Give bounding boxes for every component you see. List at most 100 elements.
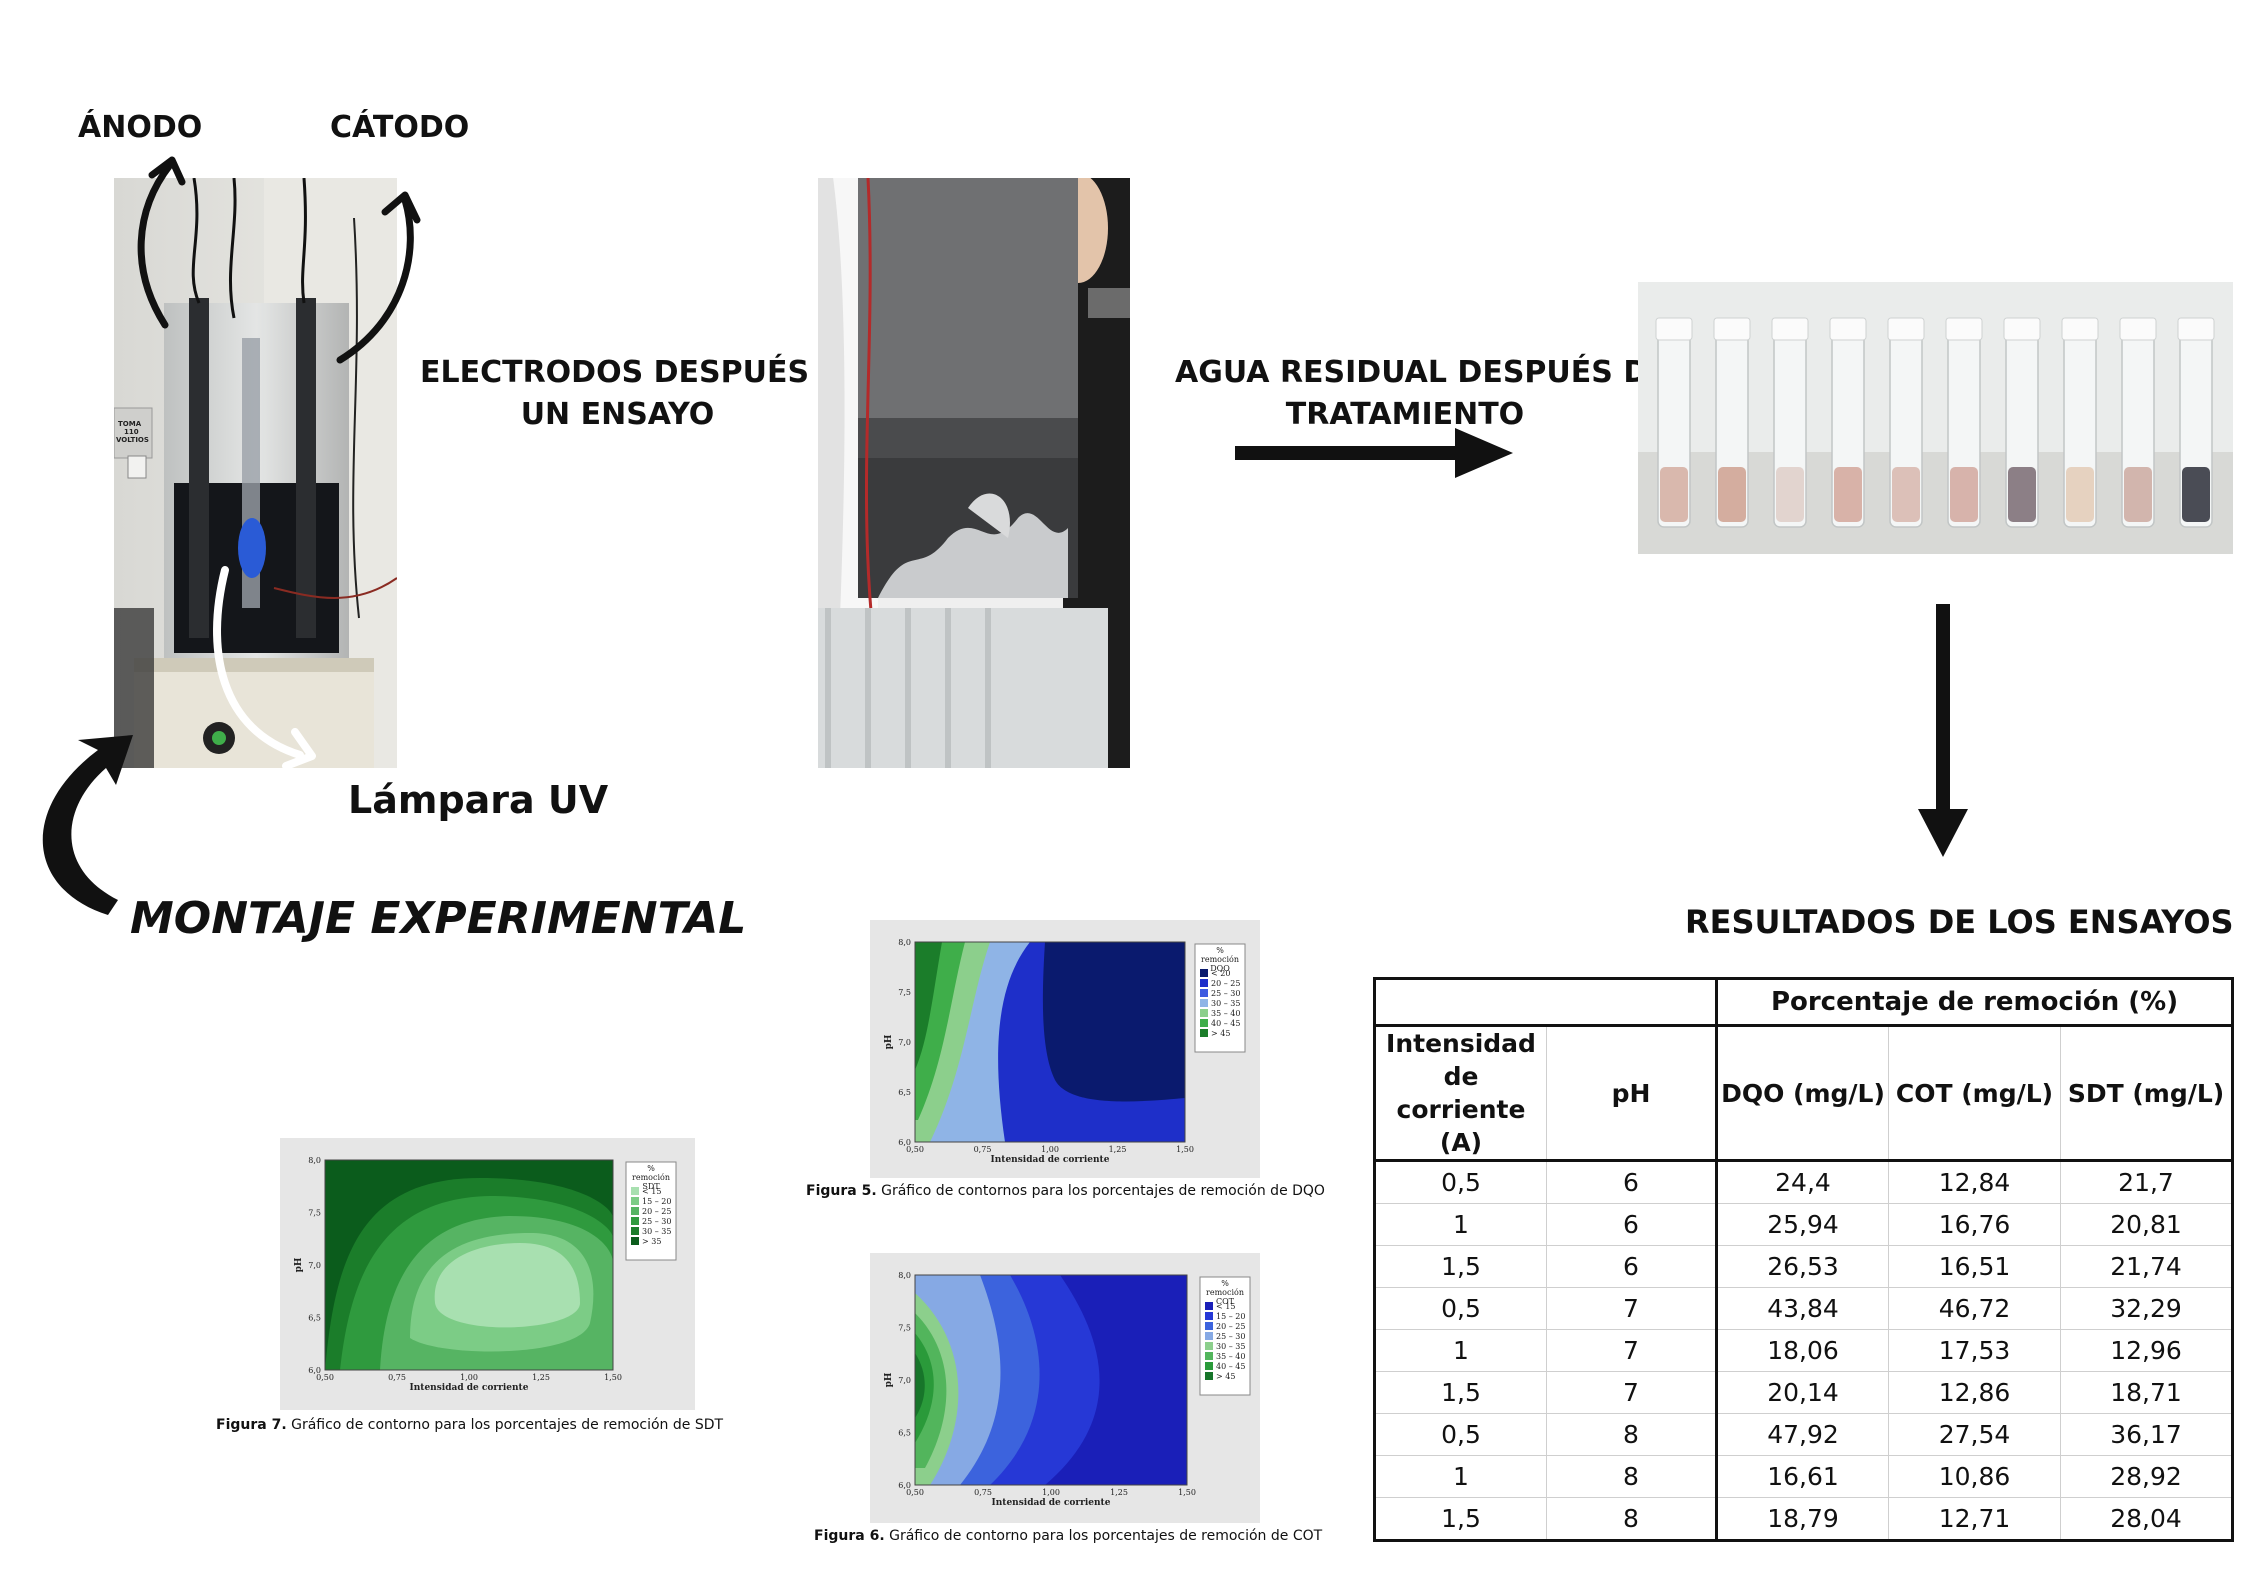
table-cell: 43,84 — [1716, 1287, 1889, 1330]
legend-title: remoción — [1206, 1288, 1244, 1297]
col-header-intensidad: Intensidad de corriente (A) — [1374, 1025, 1547, 1162]
table-cell: 28,92 — [2059, 1455, 2234, 1498]
setup-photo: TOMA 110 VOLTIOS — [114, 178, 397, 768]
legend-swatch — [631, 1187, 639, 1195]
table-cell: 25,94 — [1716, 1203, 1889, 1246]
table-cell: 12,86 — [1888, 1371, 2061, 1414]
legend-item: < 15 — [642, 1187, 661, 1196]
table-cell: 0,5 — [1374, 1287, 1547, 1330]
electrodos-label-line: ELECTRODOS DESPUÉS DE — [420, 355, 865, 390]
table-cell: 0,5 — [1374, 1160, 1547, 1204]
table-cell: 12,84 — [1888, 1160, 2061, 1204]
y-tick-label: 7,5 — [308, 1209, 321, 1218]
x-tick-label: 0,50 — [906, 1145, 924, 1154]
table-cell: 18,06 — [1716, 1329, 1889, 1372]
x-tick-label: 1,50 — [1176, 1145, 1194, 1154]
vial — [1887, 317, 1925, 528]
fig7-caption-text: Gráfico de contorno para los porcentajes… — [286, 1417, 724, 1433]
legend-swatch — [1200, 1009, 1208, 1017]
table-cell: 7 — [1546, 1287, 1718, 1330]
montaje-label: MONTAJE EXPERIMENTAL — [130, 893, 747, 944]
table-cell: 28,04 — [2059, 1497, 2234, 1541]
vial — [2119, 317, 2157, 528]
table-cell: 7 — [1546, 1329, 1718, 1372]
table-cell: 46,72 — [1888, 1287, 2061, 1330]
legend-item: 15 – 20 — [642, 1197, 671, 1206]
legend-item: < 20 — [1211, 969, 1230, 978]
agua-label-line: AGUA RESIDUAL DESPUÉS DEL — [1175, 355, 1688, 390]
legend-item: 40 – 45 — [1216, 1362, 1245, 1371]
y-axis-label: pH — [294, 1257, 304, 1272]
col-header-ph: pH — [1546, 1025, 1718, 1162]
legend-swatch — [1205, 1362, 1213, 1370]
y-axis-label: pH — [884, 1372, 894, 1387]
right-arrow-icon — [1235, 428, 1513, 478]
col-header-cot: COT (mg/L) — [1888, 1025, 2061, 1162]
vial — [1945, 317, 1983, 528]
legend-item: > 35 — [642, 1237, 661, 1246]
y-tick-label: 6,0 — [308, 1366, 321, 1375]
vial — [2177, 317, 2215, 528]
legend-item: 25 – 30 — [642, 1217, 671, 1226]
table-cell: 1 — [1374, 1329, 1547, 1372]
legend-item: 35 – 40 — [1211, 1009, 1240, 1018]
x-tick-label: 0,75 — [974, 1145, 992, 1154]
legend-title: % — [1216, 946, 1224, 955]
legend-title: remoción — [632, 1173, 670, 1182]
y-tick-label: 6,0 — [898, 1481, 911, 1490]
table-cell: 16,51 — [1888, 1245, 2061, 1288]
legend-title: DQO — [1210, 964, 1230, 973]
x-tick-label: 0,50 — [316, 1373, 334, 1382]
table-cell: 1 — [1374, 1455, 1547, 1498]
table-cell: 20,81 — [2059, 1203, 2234, 1246]
col-header-sdt: SDT (mg/L) — [2059, 1025, 2234, 1162]
fig5-caption-text: Gráfico de contornos para los porcentaje… — [876, 1183, 1325, 1199]
table-cell: 12,96 — [2059, 1329, 2234, 1372]
catodo-arrow-icon — [336, 191, 421, 364]
y-tick-label: 8,0 — [898, 938, 911, 947]
legend-swatch — [1205, 1352, 1213, 1360]
table-cell: 21,74 — [2059, 1245, 2234, 1288]
table-cell: 32,29 — [2059, 1287, 2234, 1330]
results-table: Porcentaje de remoción (%) Intensidad de… — [1373, 977, 2235, 1542]
electrode-photo — [818, 178, 1130, 768]
table-cell: 24,4 — [1716, 1160, 1889, 1204]
table-cell: 6 — [1546, 1245, 1718, 1288]
table-cell: 12,71 — [1888, 1497, 2061, 1541]
legend-swatch — [631, 1217, 639, 1225]
legend-swatch — [1200, 1029, 1208, 1037]
table-cell: 8 — [1546, 1497, 1718, 1541]
legend-item: < 15 — [1216, 1302, 1235, 1311]
y-tick-label: 6,0 — [898, 1138, 911, 1147]
x-tick-label: 0,75 — [974, 1488, 992, 1497]
table-cell: 0,5 — [1374, 1413, 1547, 1456]
legend-item: > 45 — [1216, 1372, 1235, 1381]
fig6-caption-bold: Figura 6. — [814, 1528, 885, 1544]
legend-title: % — [1221, 1279, 1229, 1288]
legend-swatch — [1200, 999, 1208, 1007]
down-arrow-icon — [1918, 604, 1968, 857]
y-axis-label: pH — [884, 1034, 894, 1049]
legend-swatch — [631, 1207, 639, 1215]
table-cell: 27,54 — [1888, 1413, 2061, 1456]
table-corner — [1374, 978, 1718, 1027]
fig6-caption-text: Gráfico de contorno para los porcentajes… — [884, 1528, 1323, 1544]
legend-item: 30 – 35 — [642, 1227, 671, 1236]
legend-swatch — [1200, 969, 1208, 977]
legend-item: 40 – 45 — [1211, 1019, 1240, 1028]
legend-swatch — [631, 1197, 639, 1205]
y-tick-label: 7,5 — [898, 988, 911, 997]
col-header-dqo: DQO (mg/L) — [1716, 1025, 1889, 1162]
legend-item: 20 – 25 — [642, 1207, 671, 1216]
vial — [2061, 317, 2099, 528]
x-tick-label: 1,00 — [1042, 1488, 1060, 1497]
table-cell: 16,76 — [1888, 1203, 2061, 1246]
